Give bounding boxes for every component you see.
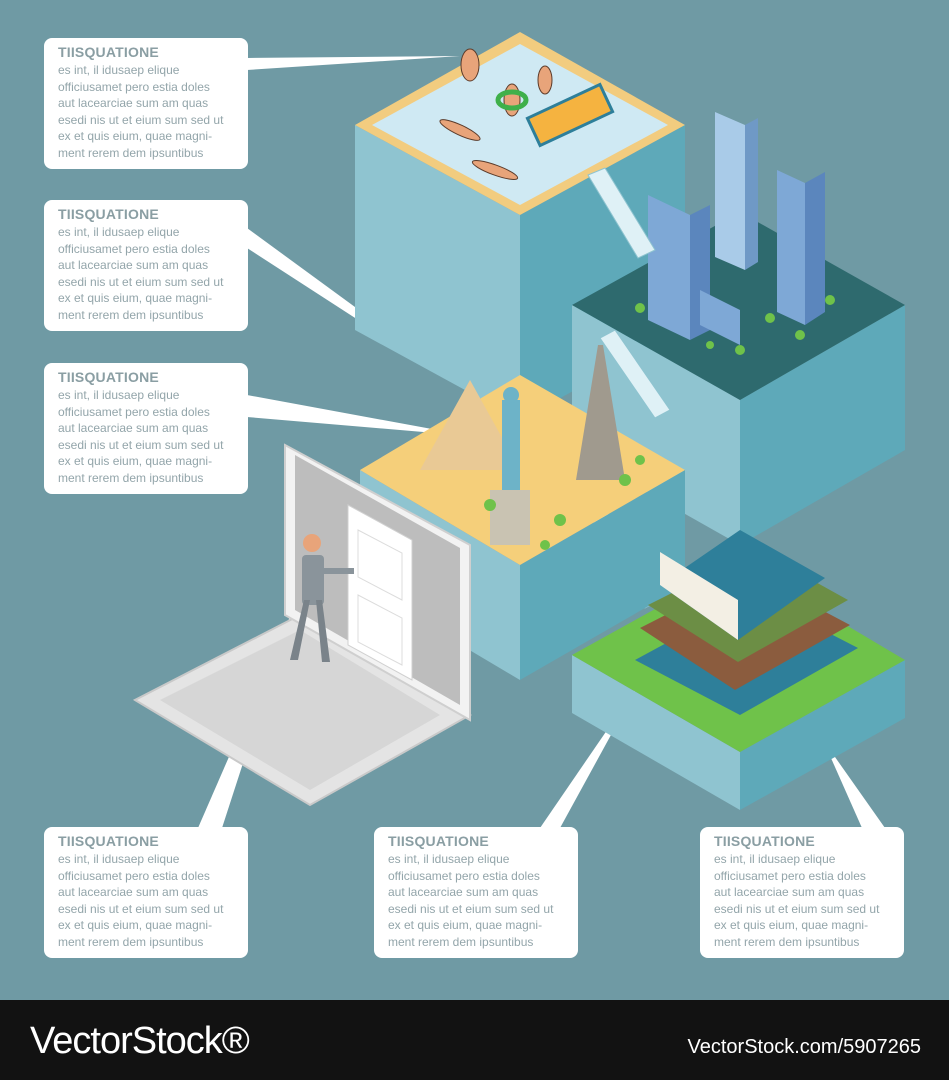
door-icon	[347, 504, 413, 681]
city-level-block	[572, 112, 905, 545]
statue-of-liberty-icon	[490, 387, 530, 545]
callout-title: TIISQUATIONE	[58, 44, 159, 60]
pyramid-icon	[420, 380, 520, 470]
callout-title: TIISQUATIONE	[714, 833, 815, 849]
watermark-id: VectorStock.com/5907265	[687, 1036, 921, 1058]
eiffel-tower-icon	[576, 345, 625, 480]
books-icon	[635, 530, 858, 715]
infographic-illustration	[132, 32, 905, 828]
callout-title: TIISQUATIONE	[58, 206, 159, 222]
laptop-icon	[132, 443, 473, 807]
callout-title: TIISQUATIONE	[388, 833, 489, 849]
skyscraper-icon	[648, 112, 825, 345]
pool-level-block	[355, 32, 685, 420]
books-level-block	[572, 530, 905, 810]
watermark-brand: VectorStock®	[30, 1020, 250, 1062]
pool-icon	[372, 44, 668, 205]
watermark-bar	[0, 1000, 949, 1080]
callout-title: TIISQUATIONE	[58, 833, 159, 849]
callout-title: TIISQUATIONE	[58, 369, 159, 385]
businessman-icon	[290, 534, 354, 662]
